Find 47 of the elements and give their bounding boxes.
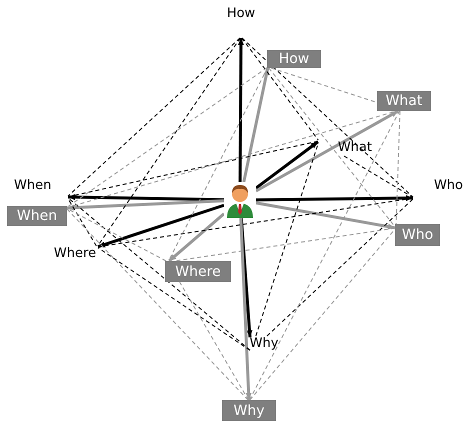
arrow bbox=[256, 201, 396, 230]
dashed-line bbox=[344, 156, 414, 198]
arrow bbox=[68, 194, 224, 202]
dashed-line bbox=[249, 228, 396, 400]
dashed-line bbox=[66, 67, 268, 208]
arrow bbox=[242, 68, 270, 182]
label-box: How bbox=[267, 50, 321, 68]
dashed-line bbox=[179, 282, 249, 400]
axis-label: What bbox=[318, 140, 372, 156]
dashed-line bbox=[66, 208, 249, 400]
dashed-line bbox=[242, 38, 414, 198]
arrow bbox=[240, 218, 252, 338]
dashed-line bbox=[168, 68, 268, 262]
arrow bbox=[256, 195, 414, 202]
dashed-line bbox=[255, 144, 318, 336]
dashed-line bbox=[396, 110, 400, 224]
dashed-line bbox=[270, 68, 378, 103]
label-box: When bbox=[7, 206, 67, 226]
dashed-line bbox=[241, 38, 319, 140]
arrow bbox=[98, 204, 224, 248]
arrow bbox=[255, 140, 319, 190]
dashed-line bbox=[67, 198, 97, 246]
axis-label: Where bbox=[52, 246, 98, 262]
dashed-line bbox=[97, 38, 241, 246]
dashed-line bbox=[249, 110, 400, 400]
axis-label: Why bbox=[250, 336, 278, 352]
arrow bbox=[239, 218, 252, 400]
arrow bbox=[168, 212, 225, 262]
dashed-line bbox=[68, 140, 318, 198]
axis-label: How bbox=[225, 6, 257, 38]
dashed-line bbox=[66, 208, 167, 262]
dashed-line bbox=[266, 198, 414, 336]
dashed-line bbox=[98, 198, 414, 248]
label-box: Who bbox=[395, 224, 440, 246]
arrow bbox=[255, 110, 399, 192]
label-box: What bbox=[377, 91, 431, 111]
dashed-line bbox=[98, 247, 250, 351]
label-box: Why bbox=[222, 400, 276, 421]
axis-label: When bbox=[14, 178, 68, 198]
dashed-line bbox=[268, 68, 396, 228]
label-box: Where bbox=[165, 261, 231, 282]
arrow bbox=[66, 199, 224, 211]
dashed-line bbox=[68, 197, 250, 351]
dashed-line bbox=[174, 228, 396, 262]
arrow bbox=[238, 38, 244, 182]
dashed-line bbox=[68, 38, 240, 197]
axis-label: Who bbox=[413, 178, 463, 199]
